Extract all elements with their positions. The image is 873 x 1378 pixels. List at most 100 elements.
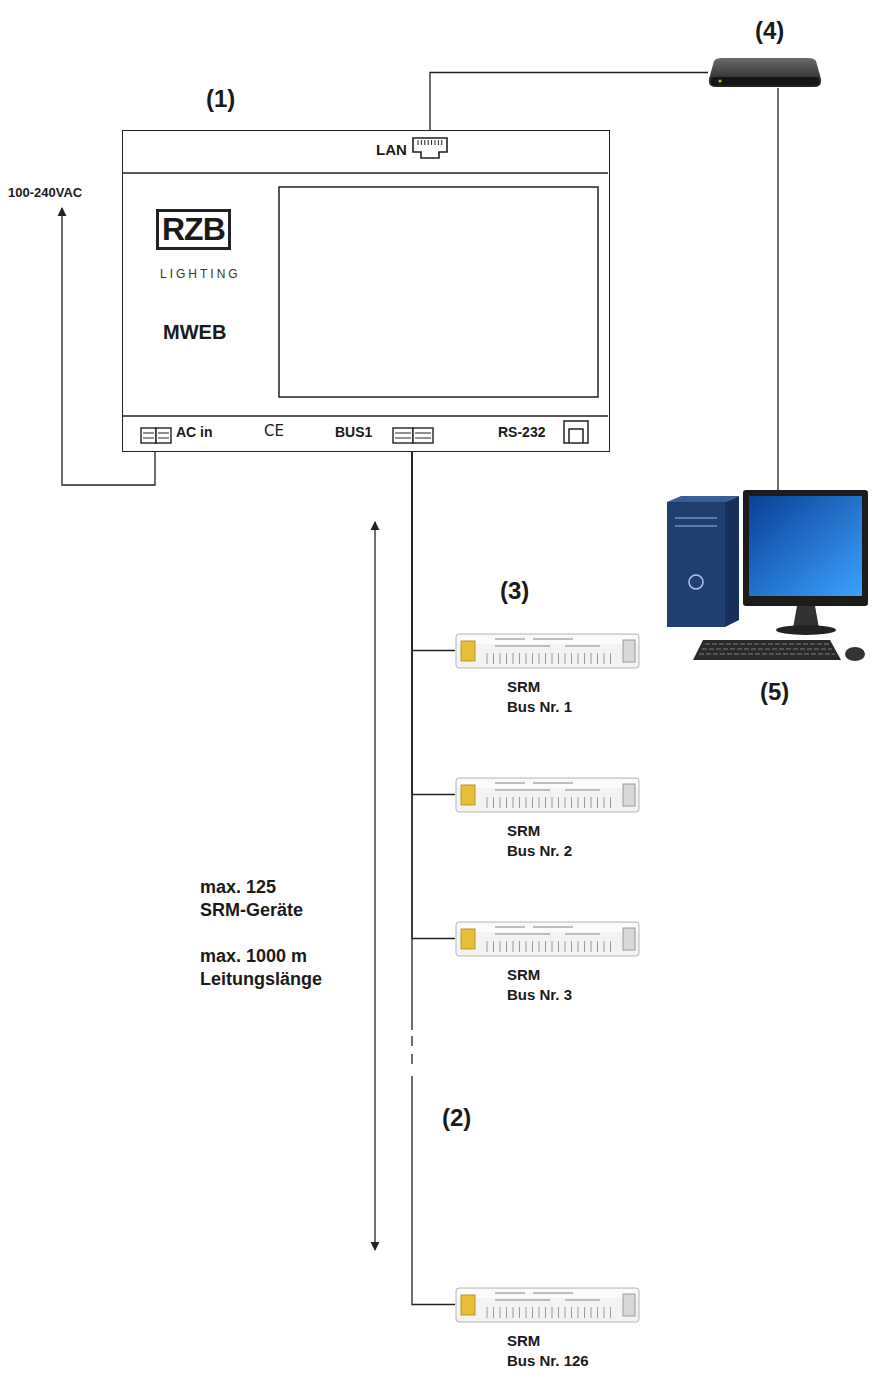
module-fin <box>604 653 605 664</box>
text-slot: SRM <box>507 822 540 840</box>
module-fin <box>500 1307 501 1318</box>
label-slot: (2) <box>442 1104 471 1132</box>
module-fin <box>584 797 585 808</box>
terminal-slot <box>158 438 169 439</box>
module-fin <box>513 1307 514 1318</box>
bus-address: Bus Nr. 3 <box>507 986 572 1003</box>
module-print <box>495 926 525 928</box>
port-label: AC in <box>176 424 213 440</box>
computer: (5) <box>665 490 870 670</box>
ac-terminal <box>141 428 171 443</box>
length-limit: max. 1000 m Leitungslänge <box>200 945 335 990</box>
module-fin <box>500 653 501 664</box>
module-print <box>565 1299 600 1301</box>
monitor-screen <box>749 496 862 596</box>
module-fin <box>532 941 533 952</box>
module-fin <box>506 941 507 952</box>
module-fin <box>604 941 605 952</box>
module-top <box>457 779 638 788</box>
module-fin <box>539 941 540 952</box>
connector-line <box>412 452 455 1305</box>
module-fin <box>513 797 514 808</box>
module-fin <box>506 797 507 808</box>
module-fin <box>545 941 546 952</box>
module-fin <box>578 1307 579 1318</box>
module-cap <box>461 929 475 949</box>
module-fin <box>591 653 592 664</box>
module-cap <box>461 641 475 661</box>
connector-line <box>430 73 708 131</box>
srm-module: SRMBus Nr. 1 <box>455 628 640 673</box>
module-fin <box>610 1307 611 1318</box>
module-fin <box>539 797 540 808</box>
text-slot: LIGHTING <box>160 264 241 282</box>
module-print <box>495 789 550 791</box>
module-fin <box>552 1307 553 1318</box>
label-slot: (3) <box>500 577 529 605</box>
module-fin <box>493 653 494 664</box>
switch-face <box>711 77 819 85</box>
module-fin <box>493 797 494 808</box>
module-fin <box>519 1307 520 1318</box>
module-fin <box>519 797 520 808</box>
port-label: LAN <box>376 141 407 158</box>
module-top <box>457 635 638 644</box>
terminal-cell <box>141 428 156 443</box>
module-fin <box>513 653 514 664</box>
device-limit: max. 125 SRM-Geräte <box>200 876 315 921</box>
bus-address: Bus Nr. 2 <box>507 842 572 859</box>
bus-dash <box>411 1054 412 1064</box>
module-terminal <box>623 784 635 806</box>
label-slot: 100-240VAC <box>8 183 82 201</box>
srm-shape <box>455 628 640 673</box>
module-fin <box>552 653 553 664</box>
module-fin <box>526 1307 527 1318</box>
module-fin <box>558 653 559 664</box>
router-shape <box>708 57 822 88</box>
port-label: RS-232 <box>498 424 545 440</box>
module-fin <box>532 1307 533 1318</box>
module-fin <box>539 653 540 664</box>
terminal-slot <box>415 438 431 439</box>
connector-line <box>412 452 455 651</box>
lan-pin <box>424 140 425 145</box>
module-print <box>565 933 600 935</box>
module-body <box>456 922 639 956</box>
module-fin <box>597 797 598 808</box>
module-fin <box>597 653 598 664</box>
module-fin <box>578 653 579 664</box>
module-print <box>495 1292 525 1294</box>
module-fin <box>493 1307 494 1318</box>
pc-shape <box>665 490 870 670</box>
srm-module: SRMBus Nr. 126 <box>455 1282 640 1327</box>
terminal-slot <box>415 433 431 434</box>
switch-led <box>719 80 722 83</box>
module-fin <box>500 941 501 952</box>
text-slot: (4) <box>755 17 784 45</box>
key-row <box>705 643 829 645</box>
lan-port <box>413 138 447 158</box>
module-fin <box>526 941 527 952</box>
module-print <box>495 1299 550 1301</box>
module-fin <box>513 941 514 952</box>
power-button <box>689 575 703 589</box>
text-slot: Bus Nr. 1 <box>507 698 572 716</box>
module-fin <box>545 1307 546 1318</box>
module-body <box>456 778 639 812</box>
text-slot: Bus Nr. 2 <box>507 842 572 860</box>
lan-pin <box>431 140 432 145</box>
controller-box: (1)RZBLIGHTINGMWEBLANAC inCEBUS1RS-232 <box>122 130 610 452</box>
module-fin <box>519 941 520 952</box>
tower-side <box>725 496 739 627</box>
module-fin <box>610 797 611 808</box>
connector-line <box>412 452 455 939</box>
voltage-label: 100-240VAC <box>8 185 82 200</box>
lan-pin <box>418 140 419 145</box>
module-fin <box>487 653 488 664</box>
keyboard <box>693 640 841 660</box>
length-arrow <box>374 522 375 1250</box>
text-slot: SRM <box>507 966 540 984</box>
srm-module: SRMBus Nr. 2 <box>455 772 640 817</box>
module-fin <box>532 653 533 664</box>
